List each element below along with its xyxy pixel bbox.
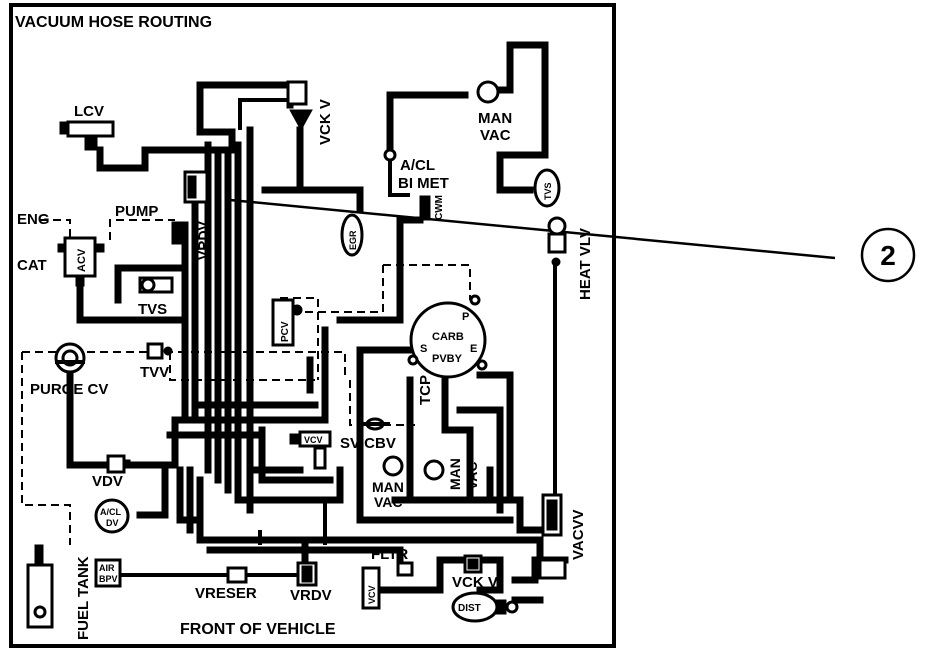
carb-body xyxy=(409,301,487,379)
callout-leader xyxy=(229,198,836,260)
tvs-right-label: TVS xyxy=(543,182,553,200)
egr-valve xyxy=(340,213,364,257)
carb-pvby-label: PVBY xyxy=(432,353,463,365)
man-vac-right-gauge xyxy=(423,459,445,481)
diagram-title: VACUUM HOSE ROUTING xyxy=(15,14,212,31)
vreser-reservoir xyxy=(226,566,248,584)
dashed-hoses xyxy=(21,219,471,545)
carb-s-label: S xyxy=(420,343,427,355)
vrdv-low-label: VRDV xyxy=(290,587,332,604)
carb-label: CARB xyxy=(432,331,464,343)
acv-valve xyxy=(57,236,105,287)
acv-label: ACV xyxy=(76,248,88,272)
man-vac-right-label: MAN xyxy=(447,458,463,490)
cwm-block xyxy=(419,195,431,221)
pcv-valve xyxy=(271,298,303,347)
purge-cv-valve xyxy=(54,342,86,374)
dist-distributor xyxy=(451,591,519,623)
vcv-low-valve xyxy=(361,566,381,610)
acl-bimet-fitting xyxy=(383,148,397,162)
pcv-label: PCV xyxy=(280,321,291,342)
vrdv-top-label: VRDV xyxy=(195,220,211,260)
vdv-valve xyxy=(106,454,131,474)
air-bpv-label-2: BPV xyxy=(99,574,118,584)
air-bpv-label: AIR xyxy=(99,563,115,573)
fuel-tank xyxy=(26,544,54,629)
cat-label: CAT xyxy=(17,257,47,274)
vdv-label: VDV xyxy=(92,473,123,490)
fltr-filter xyxy=(396,561,414,577)
tvv-label: TVV xyxy=(140,364,169,381)
lcv-valve xyxy=(59,120,115,151)
pump-label: PUMP xyxy=(115,203,158,220)
acl-dv-label-2: DV xyxy=(106,518,119,528)
vck-v-low-label: VCK V xyxy=(452,574,498,591)
tvs-left-switch xyxy=(138,276,174,294)
vcv-mid-valve xyxy=(289,430,332,470)
heat-valve xyxy=(547,216,567,267)
diagram-frame xyxy=(9,3,616,648)
vck-v-low-valve xyxy=(463,554,483,574)
fltr-label: FLTR xyxy=(371,546,408,563)
man-vac-top-label: MAN xyxy=(478,110,512,127)
tvv-valve xyxy=(146,342,173,360)
tcp-label: TCP xyxy=(417,375,434,405)
vrdv-top-valve xyxy=(171,170,209,245)
vcv-mid-label: VCV xyxy=(304,435,323,445)
sv-cbv-label: SV-CBV xyxy=(340,435,396,452)
acl-dv-valve xyxy=(94,498,130,534)
cwm-label: CWM xyxy=(434,195,445,220)
callout-number: 2 xyxy=(880,240,896,271)
acl-dv-label: A/CL xyxy=(100,507,121,517)
carb-port-e xyxy=(476,359,488,371)
air-bpv-valve xyxy=(94,558,122,588)
man-vac-mid-label: MAN xyxy=(372,479,404,495)
sv-cbv-valve xyxy=(360,417,390,431)
vrdv-low-valve xyxy=(296,561,318,587)
vck-v-top-valve xyxy=(286,80,313,132)
carb-port-s xyxy=(407,354,419,366)
fuel-tank-label: FUEL TANK xyxy=(75,556,92,640)
vcv-low-label: VCV xyxy=(367,585,377,604)
vck-v-top-label: VCK V xyxy=(317,99,334,145)
man-vac-right-label-2: VAC xyxy=(464,461,480,490)
lcv-label: LCV xyxy=(74,103,104,120)
vacvv-label: VACVV xyxy=(570,509,587,560)
callout-circle xyxy=(860,227,916,283)
vacvv-valve xyxy=(538,493,567,580)
man-vac-mid-gauge xyxy=(382,455,404,477)
eng-label: ENG xyxy=(17,211,50,228)
egr-label: EGR xyxy=(348,230,358,250)
vreser-label: VRESER xyxy=(195,585,257,602)
acl-bimet-label-2: BI MET xyxy=(398,175,449,192)
footer-label: FRONT OF VEHICLE xyxy=(180,621,336,638)
man-vac-mid-label-2: VAC xyxy=(374,494,403,510)
carb-p-label: P xyxy=(462,311,469,323)
dist-label: DIST xyxy=(458,603,481,614)
tvs-left-label: TVS xyxy=(138,301,167,318)
heat-vlv-label: HEAT VLV xyxy=(577,228,594,300)
carb-e-label: E xyxy=(470,343,477,355)
carb-port-p xyxy=(469,294,481,306)
vacuum-hoses xyxy=(66,41,569,604)
tvs-right-switch xyxy=(533,168,561,208)
man-vac-top-gauge xyxy=(476,80,500,104)
acl-bimet-label: A/CL xyxy=(400,157,435,174)
purge-cv-label: PURGE CV xyxy=(30,381,108,398)
man-vac-top-label-2: VAC xyxy=(480,127,511,144)
